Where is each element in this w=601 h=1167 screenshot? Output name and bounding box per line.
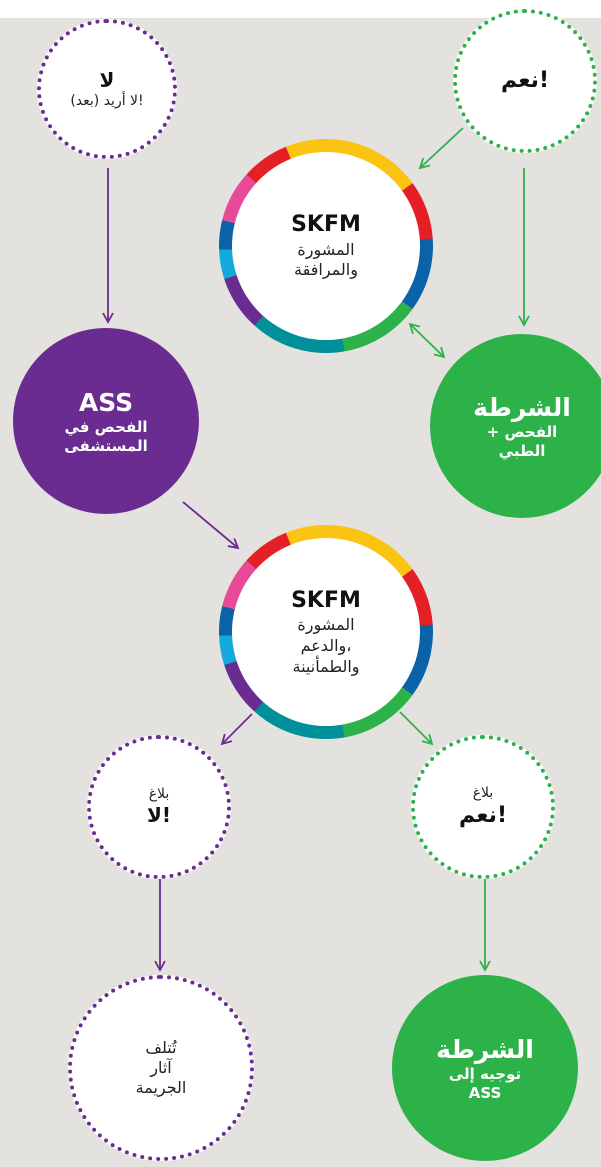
option-no-title: لا	[99, 67, 115, 92]
police-top-line2: الطبي	[498, 441, 546, 460]
arrow-yes-to-skfm	[418, 127, 464, 170]
arrow-skfm-to-report-yes	[399, 711, 434, 746]
evidence-destroyed-node: تُتلف آثار الجريمة	[68, 975, 254, 1161]
police-referral-node: الشرطة توجيه إلى ASS	[392, 975, 578, 1161]
option-no-node: لا لا أريد (بعد)!	[37, 19, 177, 159]
skfm-top-line1: المشورة	[297, 239, 355, 259]
skfm-support-content: SKFM المشورة والدعم، والطمأنينة	[232, 538, 420, 726]
ass-line2: المستشفى	[64, 436, 148, 455]
ass-hospital-node: ASS الفحص في المستشفى	[13, 328, 199, 514]
ass-line1: الفحص في	[64, 417, 148, 436]
skfm-mid-line2: والدعم،	[300, 635, 352, 655]
evidence-line1: تُتلف	[145, 1038, 177, 1057]
arrow-ass-to-skfm	[182, 501, 240, 550]
skfm-support-ring: SKFM المشورة والدعم، والطمأنينة	[219, 525, 433, 739]
arrow-skfm-to-report-no	[220, 713, 253, 746]
option-no-subtitle: لا أريد (بعد)!	[70, 92, 144, 109]
police-medical-node: الشرطة + الفحص الطبي	[430, 334, 601, 518]
arrow-skfm-police-both	[408, 322, 446, 359]
police-bottom-line1: توجيه إلى	[448, 1064, 522, 1083]
report-yes-node: بلاغ نعم!	[411, 735, 555, 879]
report-no-title: لا!	[146, 803, 172, 828]
report-yes-label: بلاغ	[472, 784, 494, 801]
evidence-line2: آثار	[150, 1058, 172, 1077]
skfm-mid-line1: المشورة	[297, 615, 355, 635]
skfm-counseling-content: SKFM المشورة والمرافقة	[232, 152, 420, 340]
skfm-top-line2: والمرافقة	[294, 260, 358, 280]
ass-title: ASS	[78, 387, 134, 417]
skfm-mid-title: SKFM	[291, 587, 361, 613]
police-top-line1: + الفحص	[486, 422, 558, 441]
report-no-label: بلاغ	[148, 785, 170, 802]
option-yes-title: نعم!	[501, 68, 549, 94]
report-no-node: بلاغ لا!	[87, 735, 231, 879]
skfm-counseling-ring: SKFM المشورة والمرافقة	[219, 139, 433, 353]
police-bottom-line2: ASS	[468, 1083, 502, 1102]
police-bottom-title: الشرطة	[436, 1034, 534, 1064]
skfm-top-title: SKFM	[291, 211, 361, 237]
evidence-line3: الجريمة	[135, 1078, 187, 1097]
police-top-title: الشرطة	[473, 392, 571, 422]
skfm-mid-line3: والطمأنينة	[292, 656, 360, 676]
report-yes-title: نعم!	[459, 803, 507, 828]
option-yes-node: نعم!	[453, 9, 597, 153]
